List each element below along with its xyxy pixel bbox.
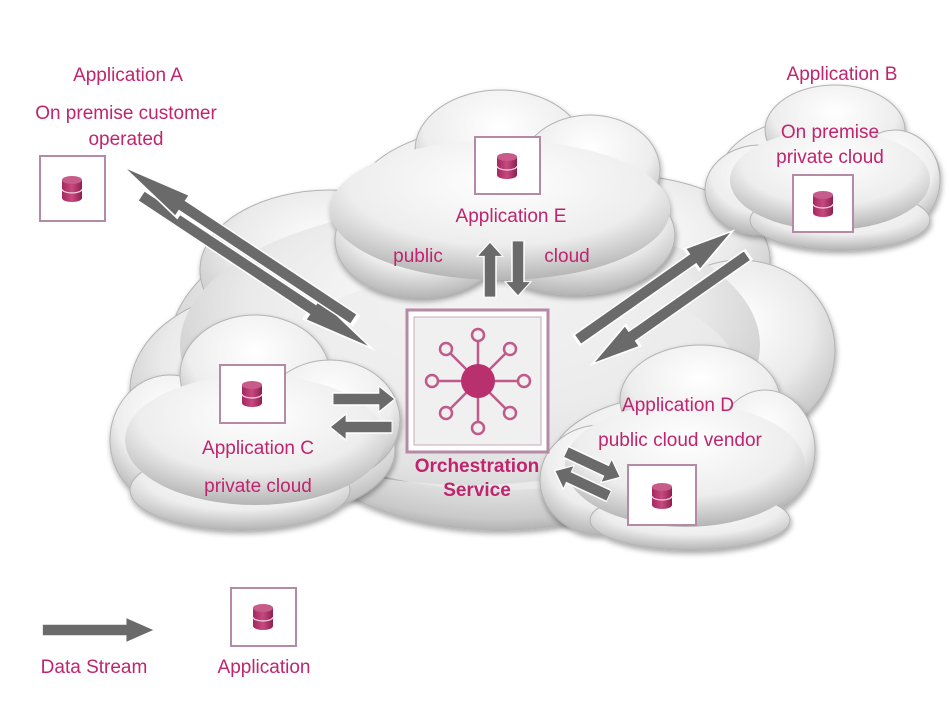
application-b-icon	[792, 174, 854, 233]
application-b-title: Application B	[787, 64, 898, 85]
legend-application-label: Application	[218, 657, 311, 678]
orchestration-label-line1: Orchestration	[415, 456, 540, 477]
orchestration-service-box	[405, 308, 550, 454]
orchestration-label-line2: Service	[443, 480, 511, 501]
application-c-title: Application C	[202, 438, 314, 459]
application-a-line2: operated	[88, 129, 163, 150]
application-d-icon	[627, 464, 697, 526]
application-d-line1: public cloud vendor	[598, 430, 762, 451]
arrow-right-icon	[41, 616, 156, 644]
legend-data-stream-label: Data Stream	[41, 657, 148, 678]
application-a-line1: On premise customer	[35, 103, 217, 124]
application-b-line1: On premise	[781, 122, 879, 143]
cloud-application-c	[109, 314, 401, 531]
legend: Data Stream Application	[41, 587, 311, 678]
application-c-line1: private cloud	[204, 476, 312, 497]
application-e-right: cloud	[544, 246, 589, 267]
application-c-icon	[219, 364, 286, 424]
application-e-icon	[474, 136, 541, 195]
application-a-icon	[39, 155, 106, 222]
application-e-title: Application E	[456, 206, 567, 227]
database-icon	[252, 603, 274, 631]
application-b-line2: private cloud	[776, 147, 884, 168]
application-d-title: Application D	[622, 395, 734, 416]
legend-application-icon	[230, 587, 297, 647]
application-a-title: Application A	[73, 65, 183, 86]
application-e-left: public	[393, 246, 443, 267]
